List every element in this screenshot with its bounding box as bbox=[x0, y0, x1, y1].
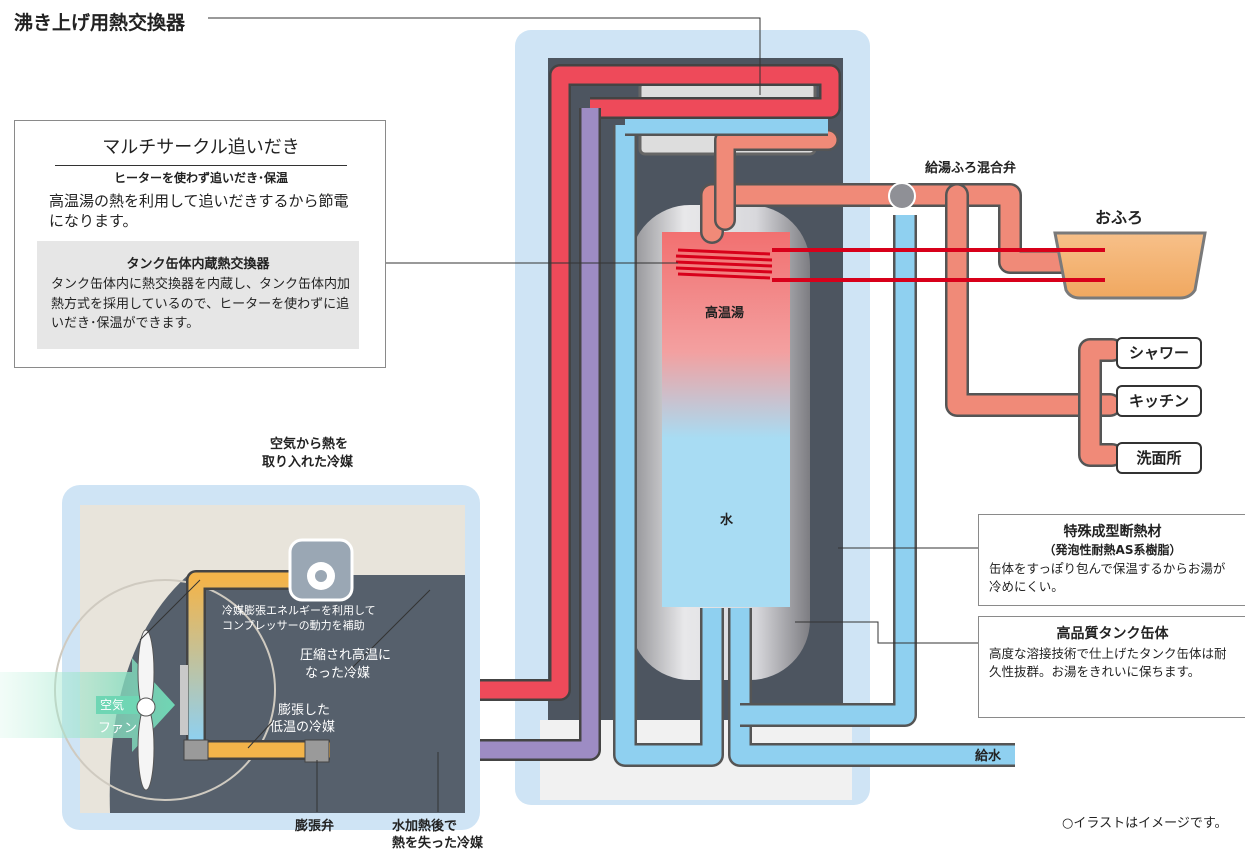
coil-strip bbox=[180, 665, 188, 735]
insulation-text: 缶体をすっぽり包んで保温するからお湯が冷めにくい。 bbox=[989, 561, 1226, 594]
fan-label: ファン bbox=[98, 721, 138, 736]
page-title: 沸き上げ用熱交換器 bbox=[14, 12, 186, 34]
bath-label: おふろ bbox=[1095, 208, 1144, 227]
outlet-shower: シャワー bbox=[1116, 337, 1202, 369]
tank-text: 高度な溶接技術で仕上げたタンク缶体は耐久性抜群。お湯をきれいに保ちます。 bbox=[989, 646, 1227, 679]
multi-circle-subheading: ヒーターを使わず追いだき･保温 bbox=[113, 171, 288, 185]
multi-circle-description: 高温湯の熱を利用して追いだきするから節電になります。 bbox=[49, 192, 349, 231]
insulation-box: 特殊成型断熱材 （発泡性耐熱AS系樹脂） 缶体をすっぽり包んで保温するからお湯が… bbox=[978, 514, 1245, 606]
multi-circle-heading: マルチサークル追いだき bbox=[55, 133, 347, 166]
expansion-valve-icon bbox=[304, 739, 330, 763]
expanded-label-2: 低温の冷媒 bbox=[270, 720, 336, 735]
outlet-kitchen: キッチン bbox=[1116, 385, 1202, 417]
mixing-valve-icon bbox=[888, 182, 916, 210]
air-refrigerant-label-1: 空気から熱を bbox=[270, 437, 349, 452]
illustration-note: ○イラストはイメージです。 bbox=[1062, 816, 1228, 831]
air-tag bbox=[96, 696, 140, 714]
after-heating-label-2: 熱を失った冷媒 bbox=[392, 836, 484, 851]
outlet-washroom: 洗面所 bbox=[1116, 442, 1202, 474]
leader-lines bbox=[139, 17, 978, 812]
air-label: 空気 bbox=[100, 698, 125, 712]
tank-inner bbox=[662, 232, 790, 607]
tank-exchanger-box: タンク缶体内蔵熱交換器 タンク缶体内に熱交換器を内蔵し、タンク缶体内加熱方式を採… bbox=[37, 241, 359, 349]
tank-heading: 高品質タンク缶体 bbox=[1056, 626, 1169, 642]
insulation-heading: 特殊成型断熱材 bbox=[1063, 524, 1162, 540]
fan-hub-icon bbox=[136, 697, 156, 717]
expansion-energy-label-1: 冷媒膨張エネルギーを利用して bbox=[222, 604, 376, 617]
water-label: 水 bbox=[720, 513, 734, 528]
hot-water-label: 高温湯 bbox=[705, 306, 745, 321]
compressed-label-2: なった冷媒 bbox=[305, 666, 371, 681]
air-refrigerant-label-2: 取り入れた冷媒 bbox=[262, 455, 354, 470]
expansion-energy-label-2: コンプレッサーの動力を補助 bbox=[222, 619, 365, 632]
fan-blade-icon-2 bbox=[137, 705, 155, 791]
water-supply-label: 給水 bbox=[975, 749, 1002, 764]
bathtub-icon bbox=[1053, 231, 1207, 300]
hot-water-pipes bbox=[700, 129, 1132, 467]
after-heating-label-1: 水加熱後で bbox=[392, 819, 458, 834]
compressed-label-1: 圧縮され高温に bbox=[300, 648, 392, 663]
insulation-subheading: （発泡性耐熱AS系樹脂） bbox=[1043, 543, 1182, 557]
junction-block bbox=[183, 739, 209, 761]
bath-circulation-lines bbox=[772, 248, 1105, 282]
tank-exchanger-heading: タンク缶体内蔵熱交換器 bbox=[126, 257, 270, 272]
coil-heat-exchanger bbox=[675, 248, 773, 280]
expanded-label-1: 膨張した bbox=[278, 703, 331, 718]
mixing-valve-label: 給湯ふろ混合弁 bbox=[925, 161, 1017, 176]
multi-circle-box: マルチサークル追いだき ヒーターを使わず追いだき･保温 高温湯の熱を利用して追い… bbox=[14, 120, 386, 368]
expansion-valve-label: 膨張弁 bbox=[295, 819, 335, 834]
tank-exchanger-text: タンク缶体内に熱交換器を内蔵し、タンク缶体内加熱方式を採用しているので、ヒーター… bbox=[51, 277, 351, 331]
cold-water-pipes bbox=[613, 114, 1015, 767]
air-flow-arrow bbox=[0, 658, 175, 752]
tank-box: 高品質タンク缶体 高度な溶接技術で仕上げたタンク缶体は耐久性抜群。お湯をきれいに… bbox=[978, 616, 1245, 718]
